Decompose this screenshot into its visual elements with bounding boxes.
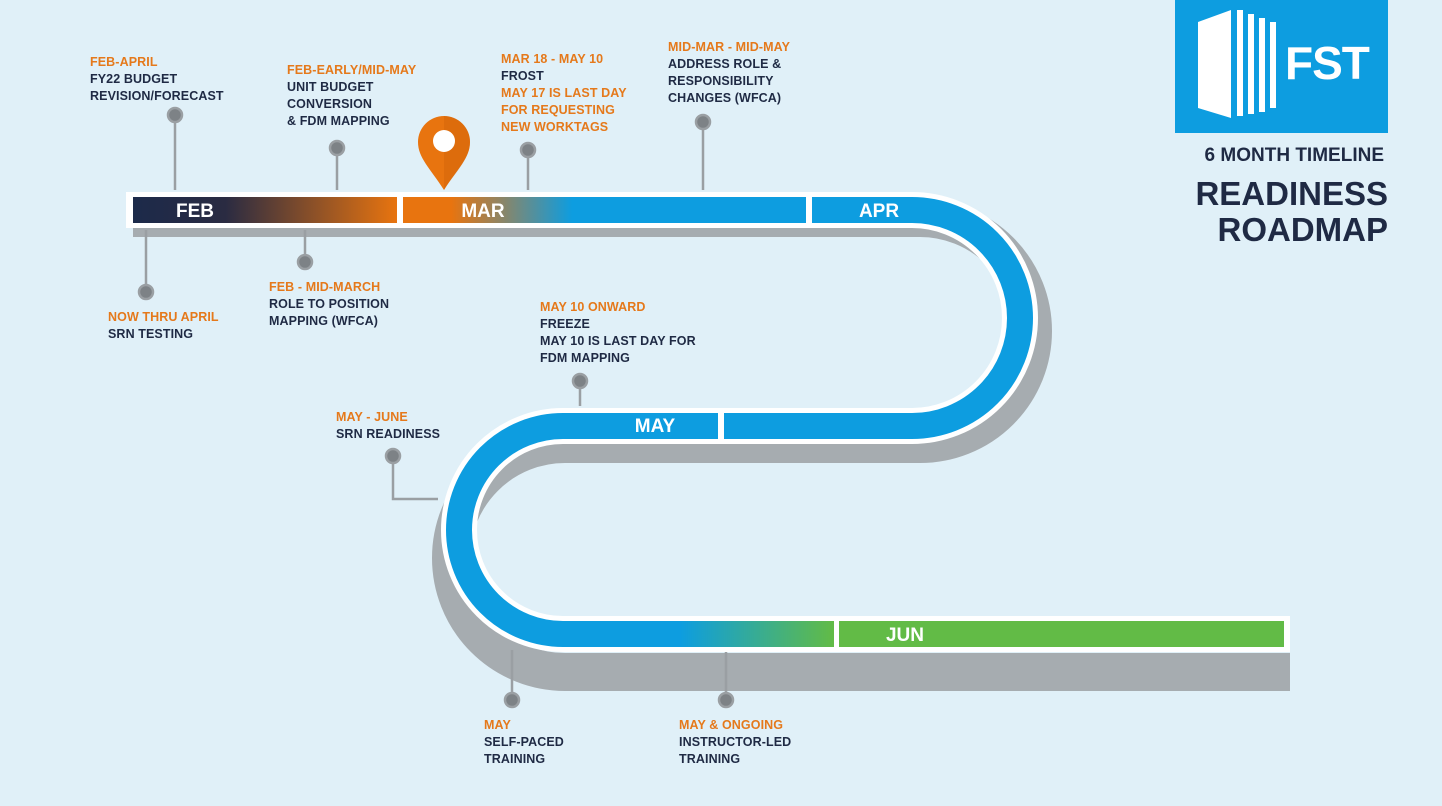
road-band [133,197,1284,647]
event-may-june: MAY - JUNE SRN READINESS [336,409,440,443]
event-label: FEB - MID-MARCH [269,280,381,294]
segment-jun [839,621,1284,647]
connectors [137,106,735,709]
event-label: MAY - JUNE [336,410,408,424]
title-line: READINESS [1195,175,1388,212]
month-feb: FEB [176,201,214,222]
connector-dot [519,141,537,159]
event-line: FDM MAPPING [540,351,630,365]
event-label: MAY & ONGOING [679,718,784,732]
month-apr: APR [859,201,899,222]
event-line: RESPONSIBILITY [668,74,774,88]
event-line: SRN TESTING [108,327,194,341]
event-feb-april: FEB-APRIL FY22 BUDGET REVISION/FORECAST [90,54,224,105]
connector-dot [166,106,184,124]
page-title: READINESS ROADMAP [1128,176,1388,248]
event-label: MAR 18 - MAY 10 [501,52,604,66]
event-line: TRAINING [679,752,741,766]
event-line: TRAINING [484,752,546,766]
event-line: & FDM MAPPING [287,114,390,128]
connector-dot [328,139,346,157]
event-line: ADDRESS ROLE & [668,57,782,71]
event-line: MAPPING (WFCA) [269,314,379,328]
event-line: FREEZE [540,317,590,331]
event-now-thru-april: NOW THRU APRIL SRN TESTING [108,309,219,343]
building-icon [1198,10,1276,118]
event-line: SRN READINESS [336,427,441,441]
event-line: INSTRUCTOR-LED [679,735,792,749]
event-line: UNIT BUDGET [287,80,374,94]
fst-logo [1175,0,1388,133]
subtitle: 6 MONTH TIMELINE [1204,145,1384,166]
separator-may [718,411,724,441]
event-mar18-may10: MAR 18 - MAY 10 FROST MAY 17 IS LAST DAY… [501,51,627,136]
event-feb-mid-march: FEB - MID-MARCH ROLE TO POSITION MAPPING… [269,279,389,330]
separator-apr [806,195,812,225]
connector-dot [137,283,155,301]
event-may-ongoing: MAY & ONGOING INSTRUCTOR-LED TRAINING [679,717,791,768]
connector-dot [717,691,735,709]
event-line: SELF-PACED [484,735,564,749]
event-line: FROST [501,69,544,83]
month-mar: MAR [461,201,505,222]
connector-dot [503,691,521,709]
event-feb-early-mid-may: FEB-EARLY/MID-MAY UNIT BUDGET CONVERSION… [287,62,416,130]
segment-feb [133,197,397,223]
event-label: MAY 10 ONWARD [540,300,646,314]
month-jun: JUN [886,625,924,646]
event-line: MAY 17 IS LAST DAY [501,86,627,100]
event-line: MAY 10 IS LAST DAY FOR [540,334,696,348]
event-label: FEB-EARLY/MID-MAY [287,63,417,77]
event-label: MAY [484,718,511,732]
separator-jun [834,619,839,649]
event-label: MID-MAR - MID-MAY [668,40,791,54]
event-line: ROLE TO POSITION [269,297,390,311]
separator-feb-mar [397,195,403,225]
connector-dot [296,253,314,271]
event-mid-mar-mid-may: MID-MAR - MID-MAY ADDRESS ROLE & RESPONS… [668,39,790,107]
logo-text: FST [1285,37,1370,89]
event-label: FEB-APRIL [90,55,158,69]
segment-may-jun-blend [680,621,834,647]
event-may10-onward: MAY 10 ONWARD FREEZE MAY 10 IS LAST DAY … [540,299,696,367]
event-line: NEW WORKTAGS [501,120,609,134]
connector-dot [571,372,589,390]
event-label: NOW THRU APRIL [108,310,219,324]
month-may: MAY [635,416,676,437]
event-line: FY22 BUDGET [90,72,178,86]
event-may-selfpaced: MAY SELF-PACED TRAINING [484,717,564,768]
connector-dot [384,447,402,465]
event-line: CHANGES (WFCA) [668,91,782,105]
title-line: ROADMAP [1217,211,1389,248]
connector-dot [694,113,712,131]
event-line: CONVERSION [287,97,373,111]
event-line: REVISION/FORECAST [90,89,224,103]
location-pin-icon [418,116,470,190]
segment-mar [403,197,806,223]
event-line: FOR REQUESTING [501,103,615,117]
